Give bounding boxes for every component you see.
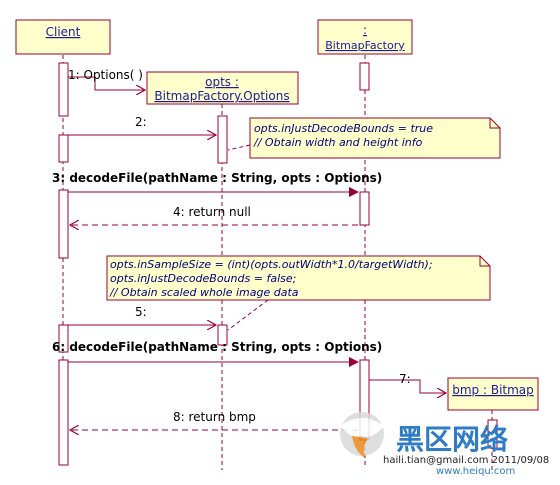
client-activation-4 <box>58 324 69 353</box>
note-2: opts.inSampleSize = (int)(opts.outWidth*… <box>106 255 491 331</box>
client-activation-3 <box>58 189 69 259</box>
message-3-label: 3: decodeFile(pathName : String, opts : … <box>52 171 382 185</box>
message-6-label: 6: decodeFile(pathName : String, opts : … <box>52 340 382 354</box>
bitmapfactory-activation-1 <box>359 62 370 91</box>
opts-activation-1 <box>217 115 228 164</box>
message-5: 5: <box>68 305 216 325</box>
message-4: 4: return null <box>70 205 358 225</box>
activations <box>58 62 498 466</box>
message-7: 7: <box>369 372 446 393</box>
message-5-label: 5: <box>135 305 147 319</box>
message-8: 8: return bmp <box>70 410 358 430</box>
client-activation-2 <box>58 134 69 163</box>
client-activation-1 <box>58 62 69 117</box>
note-2-line-2: opts.inJustDecodeBounds = false; <box>110 272 296 285</box>
participant-opts-label: BitmapFactory.Options <box>154 89 289 103</box>
watermark-author: haili.tian@gmail.com 2011/09/08 <box>383 455 549 466</box>
opts-activation-2 <box>217 324 228 346</box>
message-2-label: 2: <box>135 115 147 129</box>
message-6: 6: decodeFile(pathName : String, opts : … <box>52 340 382 367</box>
watermark-logo <box>340 412 384 458</box>
message-3: 3: decodeFile(pathName : String, opts : … <box>52 171 382 197</box>
note-2-line-1: opts.inSampleSize = (int)(opts.outWidth*… <box>110 258 433 271</box>
message-2: 2: <box>68 115 216 135</box>
participant-client-label: Client <box>46 25 81 39</box>
watermark-site-cn: 黑区网络 <box>396 423 508 456</box>
note-2-line-3: // Obtain scaled whole image data <box>109 286 299 299</box>
bmp-activation <box>487 419 498 449</box>
participant-opts-name: opts : <box>205 75 239 89</box>
participant-bmp: bmp : Bitmap <box>447 377 539 411</box>
participant-client: Client <box>15 19 111 55</box>
participant-bitmapfactory-colon: : <box>363 23 367 37</box>
note-1: opts.inJustDecodeBounds = true // Obtain… <box>227 117 501 159</box>
bitmapfactory-activation-2 <box>359 191 370 226</box>
participant-bitmapfactory: : BitmapFactory <box>317 19 413 55</box>
message-7-label: 7: <box>399 372 411 386</box>
note-1-line-2: // Obtain width and height info <box>253 136 423 149</box>
client-activation-5 <box>58 359 69 466</box>
message-8-label: 8: return bmp <box>173 410 256 424</box>
message-4-label: 4: return null <box>173 205 251 219</box>
participant-bitmapfactory-label: BitmapFactory <box>325 39 405 52</box>
message-1: 1: Options( ) <box>68 68 145 90</box>
message-1-label: 1: Options( ) <box>68 68 143 82</box>
participant-opts: opts : BitmapFactory.Options <box>146 71 299 105</box>
watermark-url: www.heiqu.com <box>436 466 515 477</box>
watermark: 黑区网络 haili.tian@gmail.com 2011/09/08 www… <box>340 412 549 477</box>
note-1-line-1: opts.inJustDecodeBounds = true <box>254 122 433 135</box>
participant-bmp-label: bmp : Bitmap <box>452 383 534 397</box>
